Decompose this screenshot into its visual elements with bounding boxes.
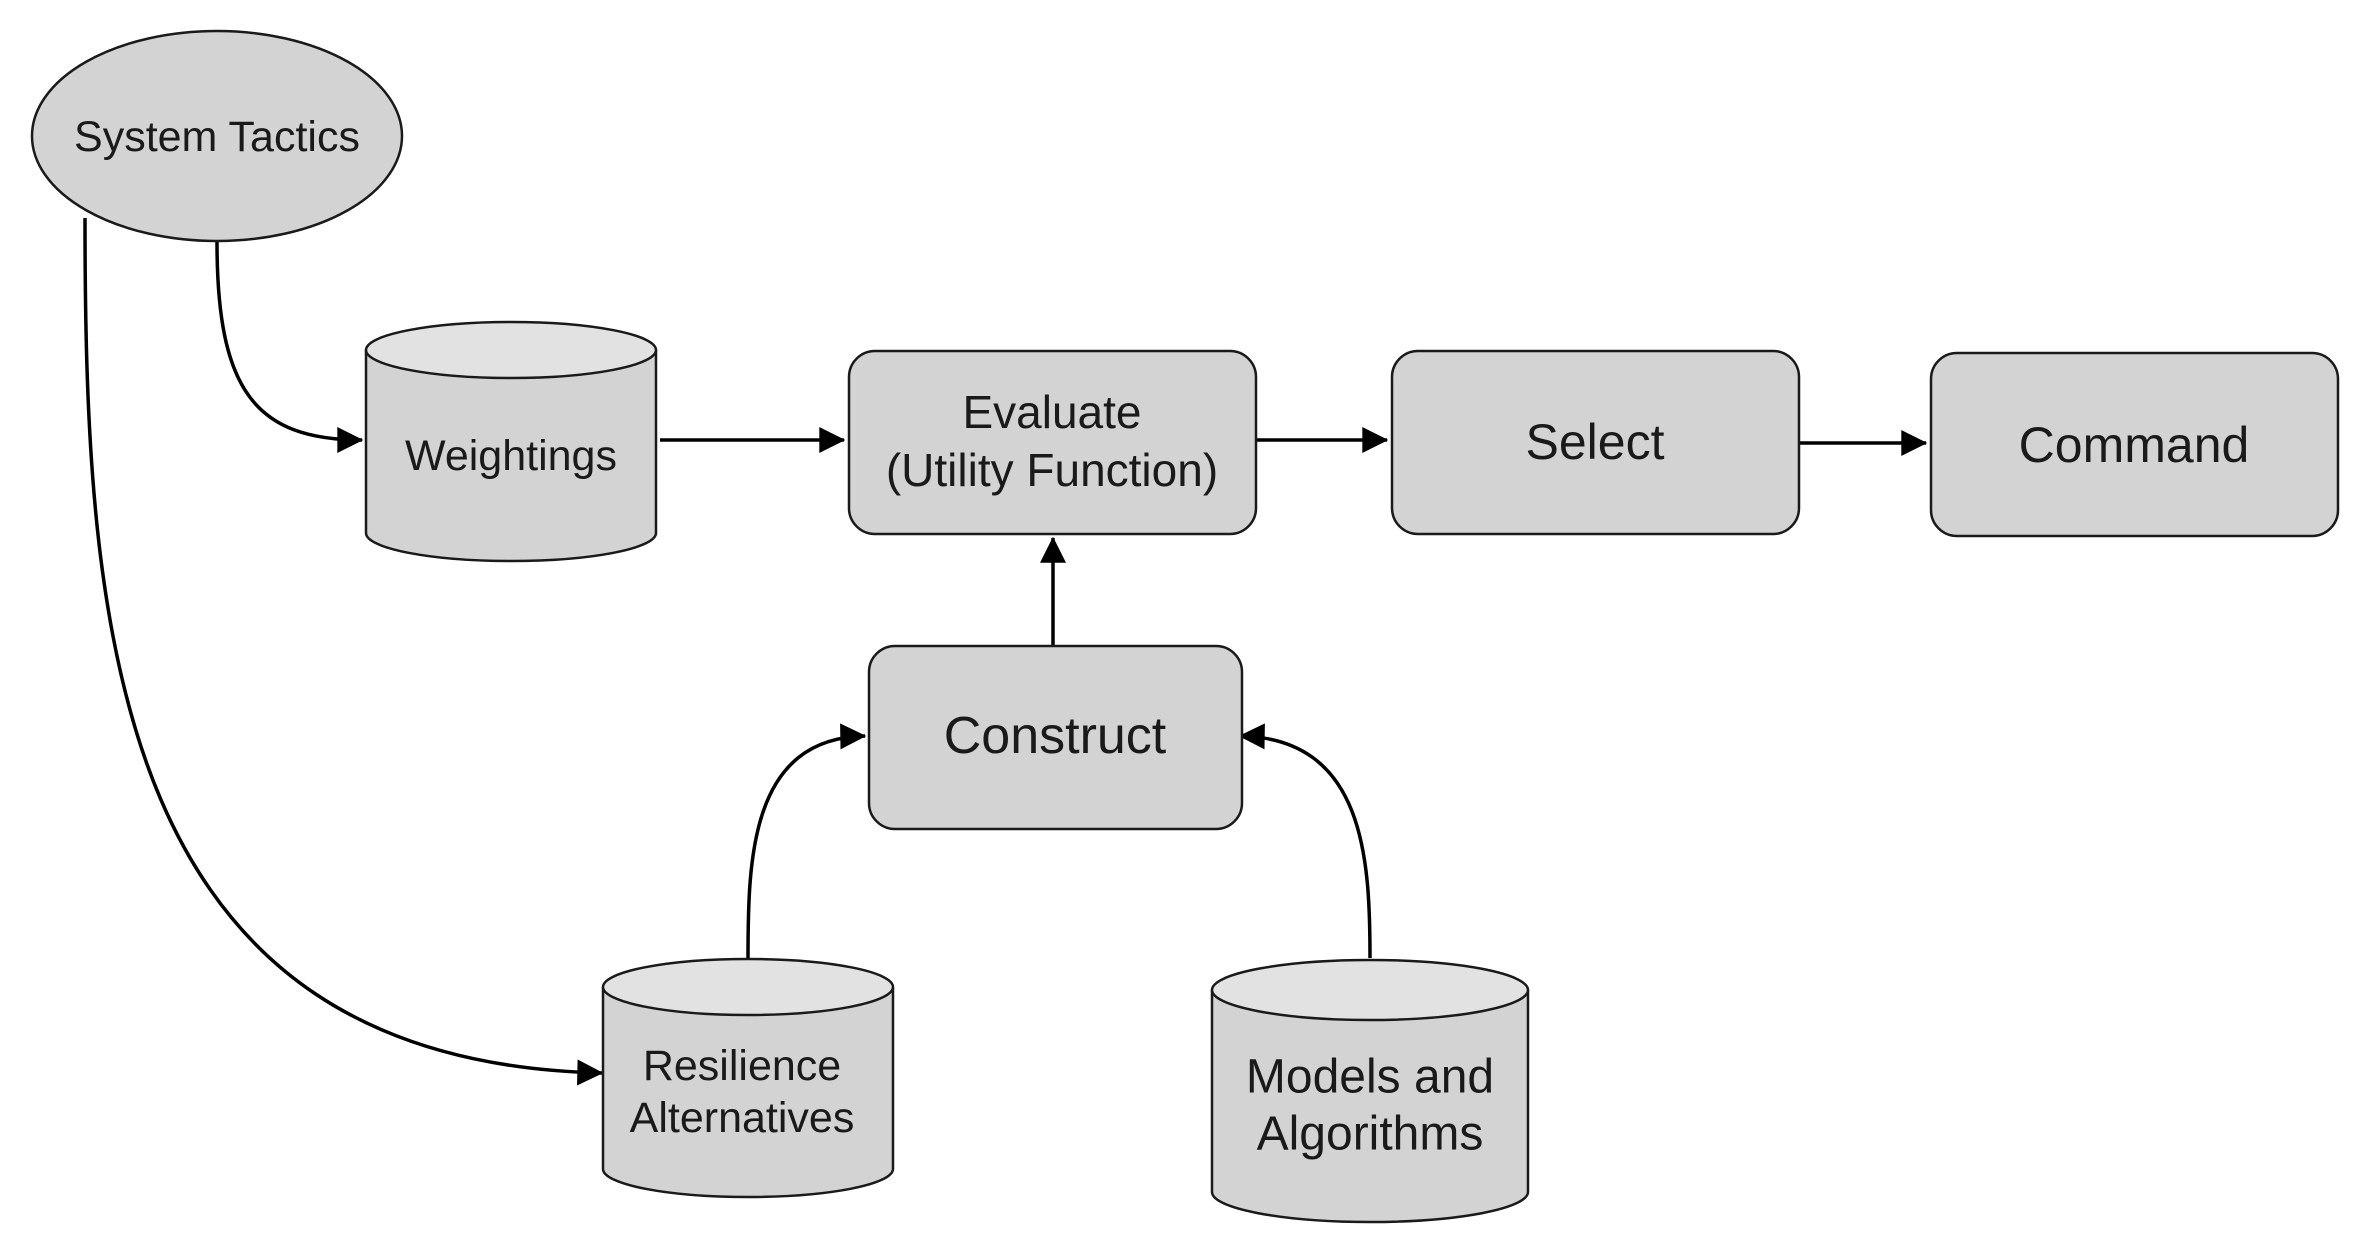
construct-label: Construct xyxy=(944,707,1167,765)
models-and-algorithms-label-line-1: Models and xyxy=(1246,1051,1494,1104)
node-models-and-algorithms: Models and Algorithms xyxy=(1210,958,1530,1224)
weightings-label: Weightings xyxy=(405,432,617,480)
edge-system-tactics-to-resilience-alternatives xyxy=(83,217,604,1086)
node-evaluate: Evaluate (Utility Function) xyxy=(847,349,1258,536)
edge-models-and-algorithms-to-construct xyxy=(1238,723,1372,959)
edge-system-tactics-to-weightings xyxy=(215,241,364,453)
edge-resilience-alternatives-to-construct xyxy=(746,723,867,959)
evaluate-label-line-1: Evaluate xyxy=(962,386,1141,438)
connectors xyxy=(83,217,1928,1086)
evaluate-label-line-2: (Utility Function) xyxy=(886,444,1218,496)
node-resilience-alternatives: Resilience Alternatives xyxy=(601,957,895,1199)
node-weightings: Weightings xyxy=(364,320,658,563)
command-label: Command xyxy=(2019,417,2250,473)
node-system-tactics: System Tactics xyxy=(30,29,404,243)
resilience-alternatives-label-line-2: Alternatives xyxy=(630,1094,855,1142)
node-select: Select xyxy=(1390,349,1801,536)
select-label: Select xyxy=(1526,414,1665,470)
node-construct: Construct xyxy=(867,644,1244,831)
resilience-alternatives-label-line-1: Resilience xyxy=(643,1042,841,1090)
models-and-algorithms-label-line-2: Algorithms xyxy=(1257,1108,1484,1161)
system-tactics-label: System Tactics xyxy=(74,113,360,161)
node-command: Command xyxy=(1929,351,2340,538)
